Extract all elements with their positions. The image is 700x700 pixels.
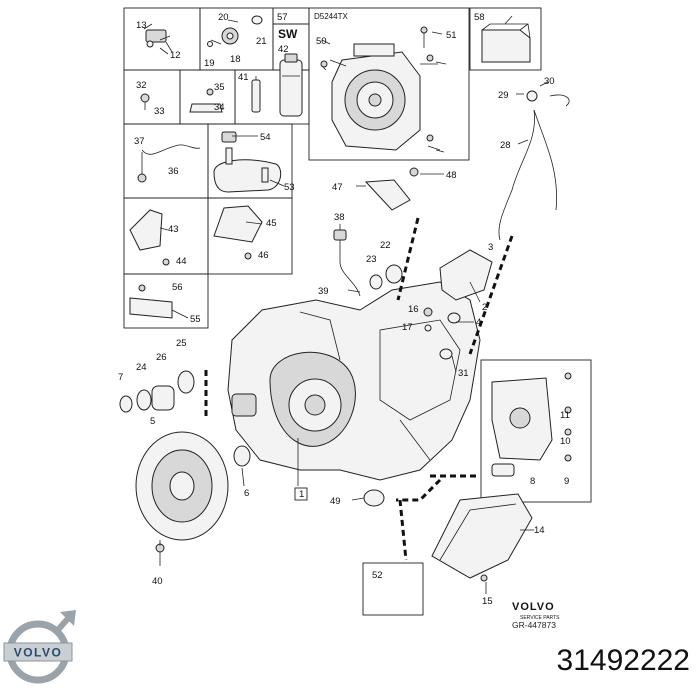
callout: 7 [118, 372, 123, 383]
callout: 52 [372, 570, 383, 581]
logo-text: VOLVO [14, 646, 63, 660]
seals [119, 370, 251, 467]
callout: 36 [168, 166, 179, 177]
footer-ref: GR-447873 [512, 620, 556, 630]
callout: 20 [218, 12, 229, 23]
leader-lines [159, 31, 549, 594]
callout: 2 [482, 302, 487, 313]
callout-numbers: 1 2 3 4 5 6 7 8 9 10 11 12 13 14 15 16 1… [118, 12, 571, 607]
callout: 29 [498, 90, 509, 101]
callout: 15 [482, 596, 493, 607]
logo-bar [3, 642, 73, 662]
callout: 58 [474, 12, 485, 23]
callout: 23 [366, 254, 377, 265]
callout: 24 [136, 362, 147, 373]
callout: 43 [168, 224, 179, 235]
inset-box-valve-body [480, 359, 592, 503]
callout: 41 [238, 72, 249, 83]
callout: 14 [534, 525, 545, 536]
callout: 53 [284, 182, 295, 193]
callout: 46 [258, 250, 269, 261]
callout: 26 [156, 352, 167, 363]
sw-label: SW [278, 27, 298, 41]
callout: 49 [330, 496, 341, 507]
callout: 39 [318, 286, 329, 297]
callout: 13 [136, 20, 147, 31]
callout: 55 [190, 314, 201, 325]
callout: 56 [172, 282, 183, 293]
callout: 5 [150, 416, 155, 427]
valve-body [491, 372, 572, 477]
callout: 31 [458, 368, 469, 379]
callout-1-frame [294, 487, 308, 501]
callout: 10 [560, 436, 571, 447]
callout: 34 [214, 102, 225, 113]
link-lines [204, 217, 514, 561]
callout: 45 [266, 218, 277, 229]
callout: 37 [134, 136, 145, 147]
callout: 17 [402, 322, 413, 333]
callout: 8 [530, 476, 535, 487]
callout: 4 [476, 317, 481, 328]
callout: 28 [500, 140, 511, 151]
callout: 33 [154, 106, 165, 117]
volvo-logo: VOLVO [3, 610, 76, 684]
callout: 32 [136, 80, 147, 91]
callout: 57 [277, 12, 288, 23]
engine-block [320, 26, 441, 151]
callout: 51 [446, 30, 457, 41]
torque-converter [135, 431, 229, 566]
transmission-assembly [227, 281, 481, 481]
callout: 3 [488, 242, 493, 253]
footer-brand: VOLVO [512, 601, 555, 613]
callout: 12 [170, 50, 181, 61]
callout: 18 [230, 54, 241, 65]
callout: 1 [299, 489, 304, 500]
engine-variant-label: D5244TX [314, 12, 348, 21]
callout: 38 [334, 212, 345, 223]
callout: 44 [176, 256, 187, 267]
callout: 21 [256, 36, 267, 47]
callout: 19 [204, 58, 215, 69]
misc-parts [333, 167, 493, 507]
wiring-harness [498, 90, 570, 241]
callout: 54 [260, 132, 271, 143]
callout: 35 [214, 82, 225, 93]
footer-sub: SERVICE PARTS [520, 615, 560, 621]
part-number: 31492222 [556, 644, 690, 677]
callout: 40 [152, 576, 163, 587]
callout: 6 [244, 488, 249, 499]
inset-box-45-46 [207, 197, 293, 275]
inset-box-55-56 [123, 273, 209, 329]
callout: 50 [316, 36, 327, 47]
inset-box-34-35 [179, 69, 236, 125]
logo-arrow-head [60, 610, 76, 626]
inset-box-58 [469, 7, 542, 71]
callout: 16 [408, 304, 419, 315]
inset-parts [129, 15, 531, 319]
callout: 11 [560, 410, 570, 421]
oil-pan [431, 493, 533, 582]
callout: 48 [446, 170, 457, 181]
inset-boxes [123, 7, 592, 616]
callout: 22 [380, 240, 391, 251]
inset-box-32-33 [123, 69, 181, 125]
callout: 30 [544, 76, 555, 87]
callout: 42 [278, 44, 289, 55]
callout: 9 [564, 476, 569, 487]
callout: 47 [332, 182, 343, 193]
inset-box-52 [362, 562, 424, 616]
callout: 25 [176, 338, 187, 349]
